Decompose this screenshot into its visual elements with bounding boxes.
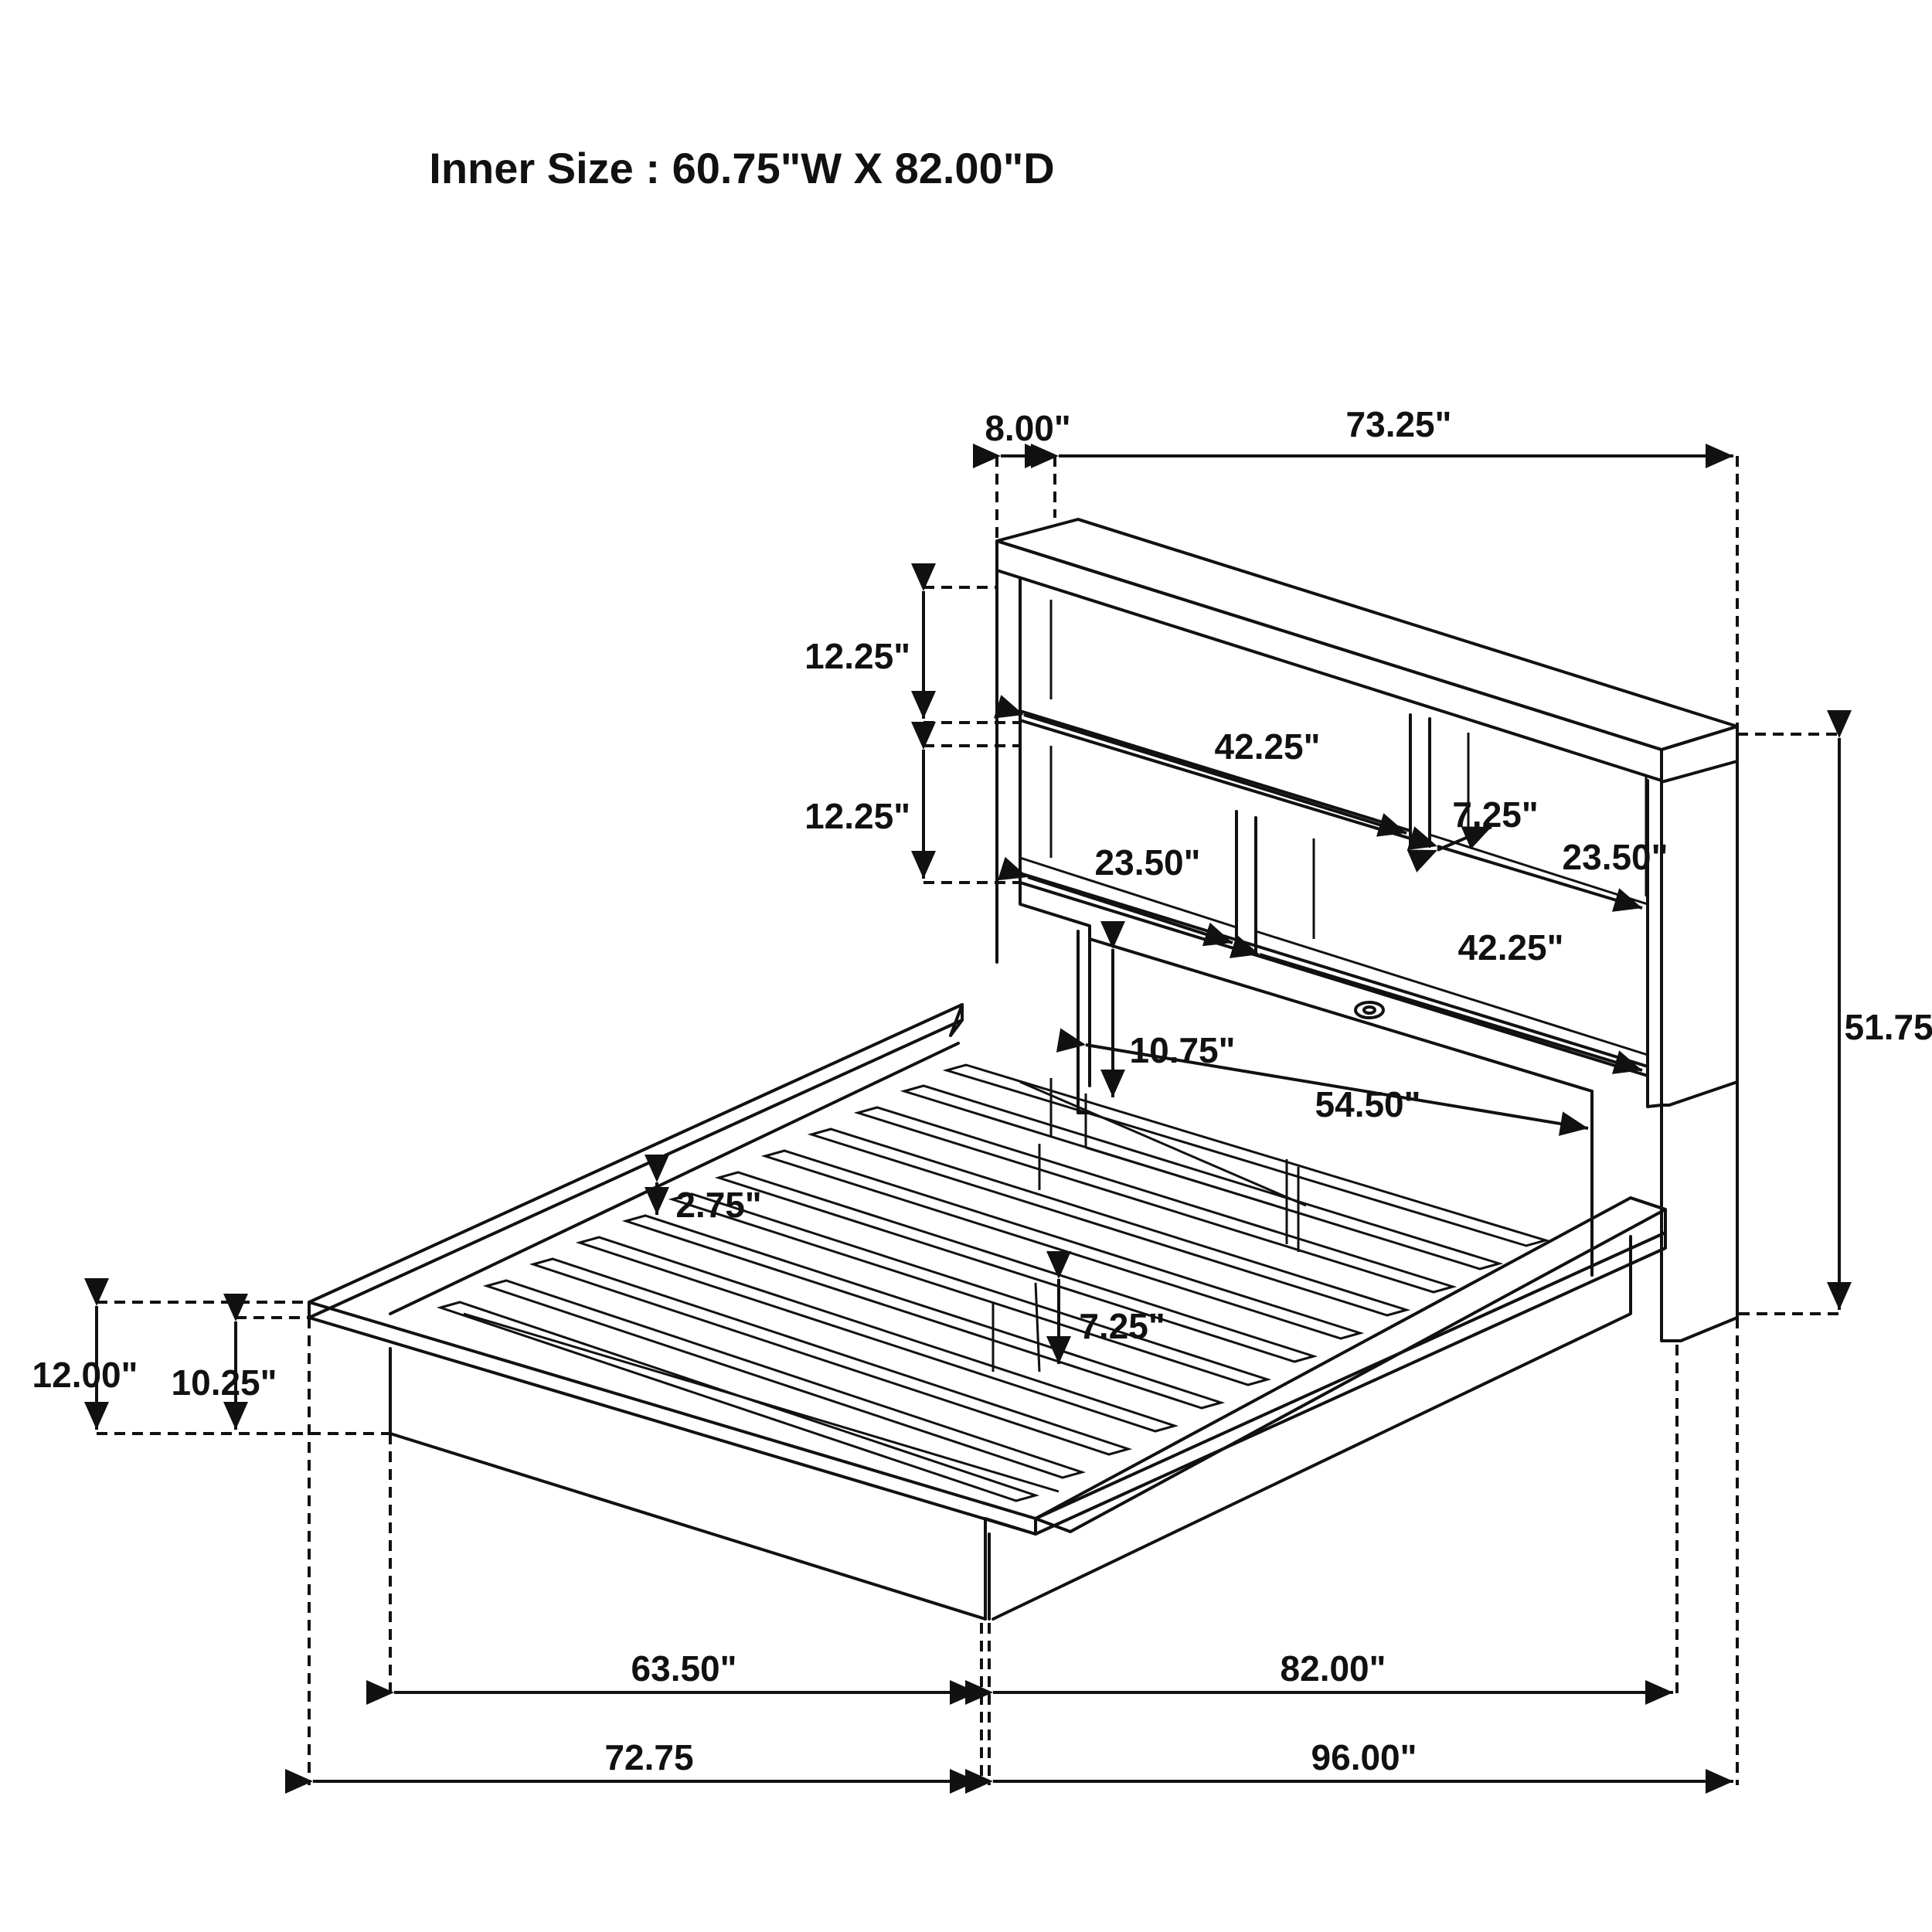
label-headboard-width: 73.25" [1346, 404, 1452, 444]
label-inner-headboard-width: 54.50" [1315, 1084, 1421, 1124]
label-bed-height: 12.00" [32, 1355, 138, 1395]
label-lower-shelf-height: 12.25" [804, 796, 910, 836]
label-inner-width: 63.50" [631, 1648, 737, 1689]
headboard [995, 518, 1739, 1342]
label-leg-height: 7.25" [1079, 1306, 1165, 1346]
label-overall-width: 72.75 [604, 1737, 693, 1777]
label-lower-left-shelf-width: 23.50" [1095, 842, 1201, 883]
label-headboard-height: 51.75" [1845, 1007, 1932, 1047]
label-overall-length: 96.00" [1311, 1737, 1417, 1777]
label-headboard-depth: 8.00" [985, 408, 1070, 448]
label-side-shelf-depth: 7.25" [1452, 794, 1538, 835]
label-upper-shelf-height: 12.25" [804, 636, 910, 676]
label-headboard-clearance: 10.75" [1130, 1030, 1236, 1070]
dimension-labels: 8.00" 73.25" 12.25" 12.25" 42.25" 7.25" … [32, 404, 1932, 1777]
label-side-shelf-width: 23.50" [1563, 837, 1668, 877]
label-upper-shelf-width: 42.25" [1215, 726, 1321, 767]
label-slat-gap: 2.75" [675, 1185, 761, 1225]
label-lower-shelf-width: 42.25" [1458, 927, 1564, 968]
label-rail-height: 10.25" [172, 1362, 277, 1403]
diagram-title: Inner Size : 60.75"W X 82.00"D [429, 144, 1055, 192]
label-inner-length: 82.00" [1281, 1648, 1386, 1689]
dimension-lines [84, 444, 1852, 1794]
bed-frame [308, 1003, 1667, 1621]
